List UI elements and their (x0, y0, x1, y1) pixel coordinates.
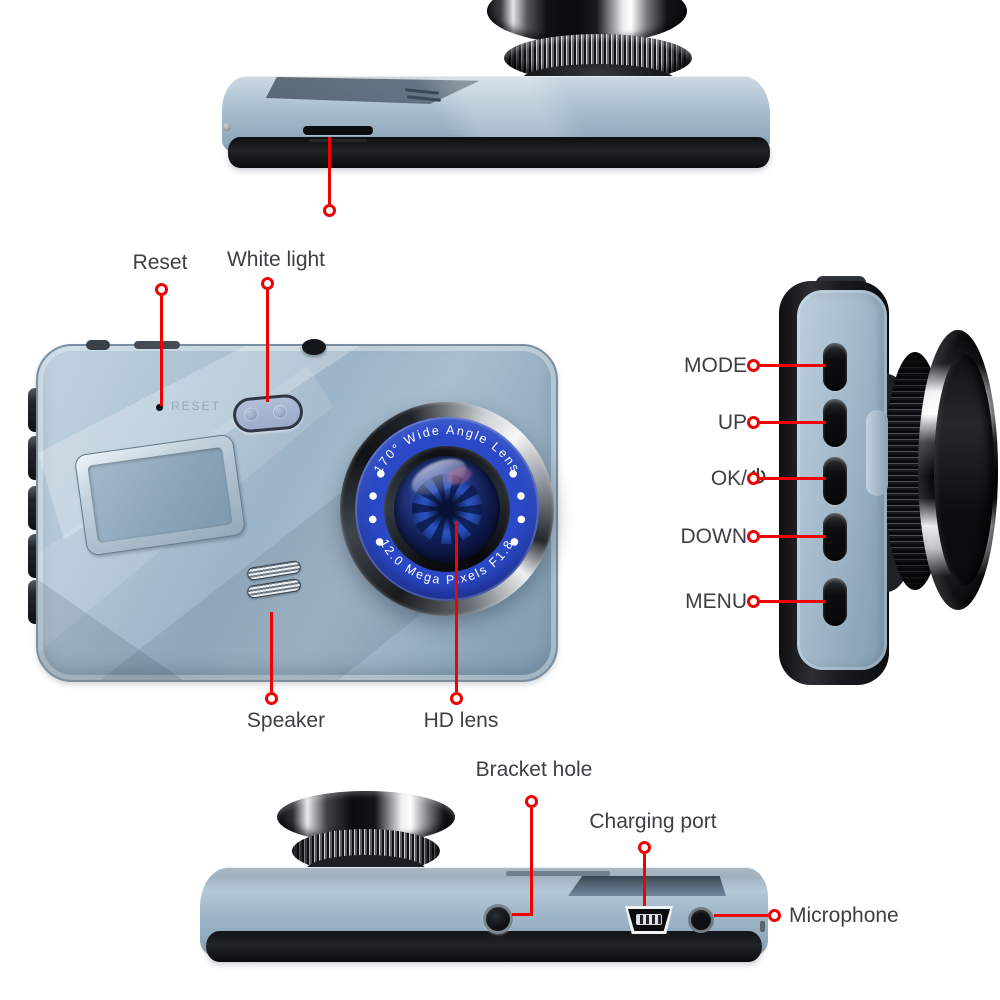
up-button (823, 399, 847, 447)
callout-label-reset: Reset (132, 251, 188, 274)
top-view-screw (223, 123, 231, 131)
menu-button (823, 578, 847, 626)
callout-line-ok (760, 477, 826, 480)
top-edge-mount-hole (302, 339, 326, 355)
lens-ring-dots (368, 470, 526, 546)
top-edge-button (86, 340, 110, 350)
callout-circle-card-slot (323, 204, 336, 217)
callout-line-charging-port (643, 854, 646, 906)
bracket-hole (483, 904, 513, 934)
callout-label-bracket-hole: Bracket hole (475, 758, 593, 781)
callout-label-mode: MODE (684, 354, 747, 377)
callout-circle-mode (747, 359, 760, 372)
callout-line-card-slot (328, 137, 331, 205)
callout-label-charging-port: Charging port (589, 810, 717, 833)
callout-label-ok: OK/ (597, 467, 766, 491)
callout-label-microphone: Microphone (789, 904, 899, 927)
front-view-body (36, 344, 558, 682)
callout-circle-ok (747, 472, 760, 485)
callout-circle-menu (747, 595, 760, 608)
ok-label-text: OK/ (710, 467, 747, 490)
callout-label-menu: MENU (685, 590, 747, 613)
callout-label-down: DOWN (680, 525, 748, 548)
callout-line-microphone (714, 914, 768, 917)
callout-circle-reset (155, 283, 168, 296)
reset-engraving: RESET (171, 399, 222, 413)
callout-circle-bracket-hole (525, 795, 538, 808)
callout-line-up (760, 421, 826, 424)
ok-power-button (823, 457, 847, 505)
side-view-hinge-bump (866, 410, 888, 496)
callout-line-mode (760, 364, 826, 367)
charging-port-mini-usb (625, 906, 673, 934)
top-edge-slot (134, 341, 180, 349)
side-view-lens-opening (934, 354, 994, 586)
callout-label-white-light: White light (226, 248, 326, 271)
callout-label-hd-lens: HD lens (423, 709, 499, 732)
callout-label-up: UP (717, 411, 747, 434)
bottom-view-mount-ridge (506, 871, 610, 876)
callout-circle-hd-lens (450, 692, 463, 705)
reset-pinhole (156, 404, 163, 411)
charging-port-pins (636, 914, 662, 925)
callout-line-reset (160, 296, 163, 406)
bottom-view-mount-plate (568, 876, 726, 896)
callout-line-white-light (266, 290, 269, 402)
callout-line-menu (760, 600, 826, 603)
callout-line-bracket-hole (530, 808, 533, 916)
callout-label-speaker: Speaker (246, 709, 326, 732)
callout-circle-microphone (768, 909, 781, 922)
callout-line-down (760, 535, 826, 538)
memory-card-slot-shadow (309, 139, 367, 142)
callout-circle-charging-port (638, 841, 651, 854)
callout-line-speaker (270, 612, 273, 692)
callout-circle-speaker (265, 692, 278, 705)
mode-button (823, 343, 847, 391)
callout-circle-white-light (261, 277, 274, 290)
callout-circle-up (747, 416, 760, 429)
memory-card-slot (303, 126, 373, 135)
bottom-view-bottom-trim (206, 931, 762, 962)
callout-circle-down (747, 530, 760, 543)
bottom-view-edge-notch (760, 921, 765, 932)
callout-line-hd-lens (455, 521, 458, 692)
top-view-bottom-trim (228, 137, 770, 168)
callout-line-bracket-hole-h (512, 913, 532, 916)
microphone-hole (688, 907, 714, 933)
down-button (823, 513, 847, 561)
